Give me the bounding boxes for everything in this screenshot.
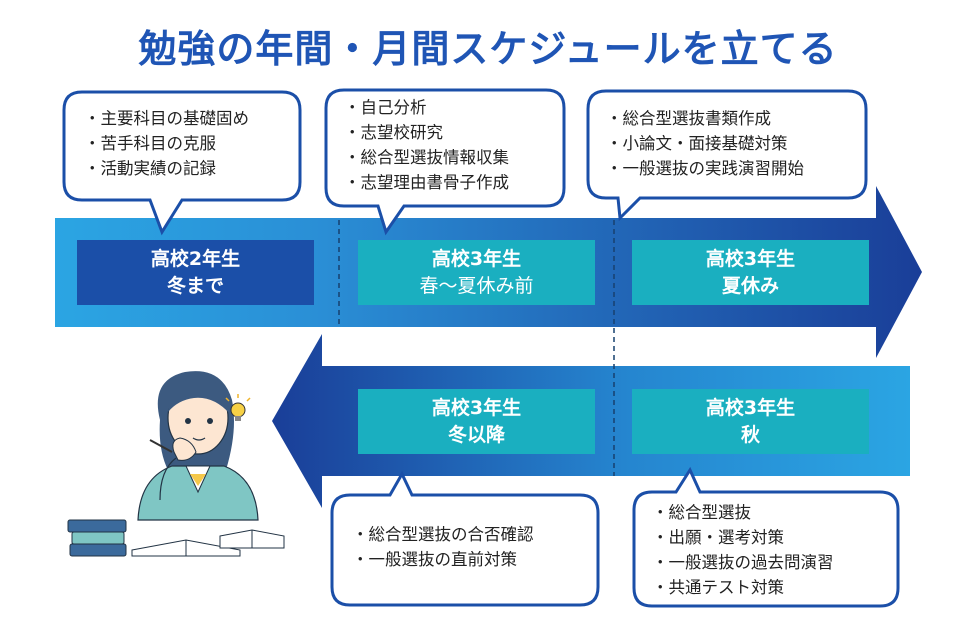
bubble-item: ・主要科目の基礎固め xyxy=(84,109,249,128)
bubble-4: ・総合型選抜の合否確認 ・一般選抜の直前対策 xyxy=(352,522,534,572)
student-illustration xyxy=(137,371,259,521)
stage-period: 夏休み xyxy=(721,274,779,297)
bubble-item: ・志望理由書骨子作成 xyxy=(344,173,509,192)
stage-box-1: 高校2年生 冬まで xyxy=(77,240,314,305)
stage-box-4: 高校3年生 冬以降 xyxy=(358,389,595,454)
stage-period: 冬以降 xyxy=(447,423,505,446)
bubble-3: ・総合型選抜書類作成 ・小論文・面接基礎対策 ・一般選抜の実践演習開始 xyxy=(606,106,804,181)
bubble-shape-2 xyxy=(324,88,566,236)
books-icon xyxy=(67,519,285,557)
bubble-shape-3 xyxy=(586,89,868,222)
stage-label: 高校3年生 xyxy=(705,396,796,419)
stage-box-2: 高校3年生 春〜夏休み前 xyxy=(358,240,595,305)
stage-label: 高校3年生 xyxy=(431,396,522,419)
bubble-shape-4 xyxy=(330,470,600,607)
stage-label: 高校3年生 xyxy=(431,247,522,270)
bubble-5: ・総合型選抜 ・出願・選考対策 ・一般選抜の過去問演習 ・共通テスト対策 xyxy=(652,500,834,600)
lightbulb-icon xyxy=(225,394,251,421)
bubble-item: ・自己分析 xyxy=(344,98,427,117)
bubble-item: ・苦手科目の克服 xyxy=(84,134,216,153)
stage-box-3: 高校3年生 夏休み xyxy=(632,240,869,305)
stage-label: 高校2年生 xyxy=(150,247,241,270)
bubble-2: ・自己分析 ・志望校研究 ・総合型選抜情報収集 ・志望理由書骨子作成 xyxy=(344,95,509,195)
bubble-item: ・一般選抜の直前対策 xyxy=(352,550,517,569)
bubble-item: ・一般選抜の過去問演習 xyxy=(652,553,834,572)
bubble-item: ・総合型選抜 xyxy=(652,503,751,522)
bubble-item: ・総合型選抜情報収集 xyxy=(344,148,509,167)
bubble-item: ・志望校研究 xyxy=(344,123,443,142)
bubble-item: ・共通テスト対策 xyxy=(652,578,784,597)
bubble-item: ・出願・選考対策 xyxy=(652,528,784,547)
bubble-item: ・小論文・面接基礎対策 xyxy=(606,134,788,153)
stage-period: 秋 xyxy=(740,423,760,446)
bubble-shape-1 xyxy=(62,90,302,236)
page-title: 勉強の年間・月間スケジュールを立てる xyxy=(138,27,838,71)
bubble-item: ・総合型選抜書類作成 xyxy=(606,109,771,128)
bubble-item: ・総合型選抜の合否確認 xyxy=(352,525,534,544)
bubble-1: ・主要科目の基礎固め ・苦手科目の克服 ・活動実績の記録 xyxy=(84,106,249,181)
stage-period: 春〜夏休み前 xyxy=(419,274,534,297)
bubble-item: ・活動実績の記録 xyxy=(84,159,216,178)
bubble-item: ・一般選抜の実践演習開始 xyxy=(606,159,804,178)
stage-box-5: 高校3年生 秋 xyxy=(632,389,869,454)
stage-period: 冬まで xyxy=(166,274,224,297)
stage-label: 高校3年生 xyxy=(705,247,796,270)
bubble-shape-5 xyxy=(632,466,900,608)
